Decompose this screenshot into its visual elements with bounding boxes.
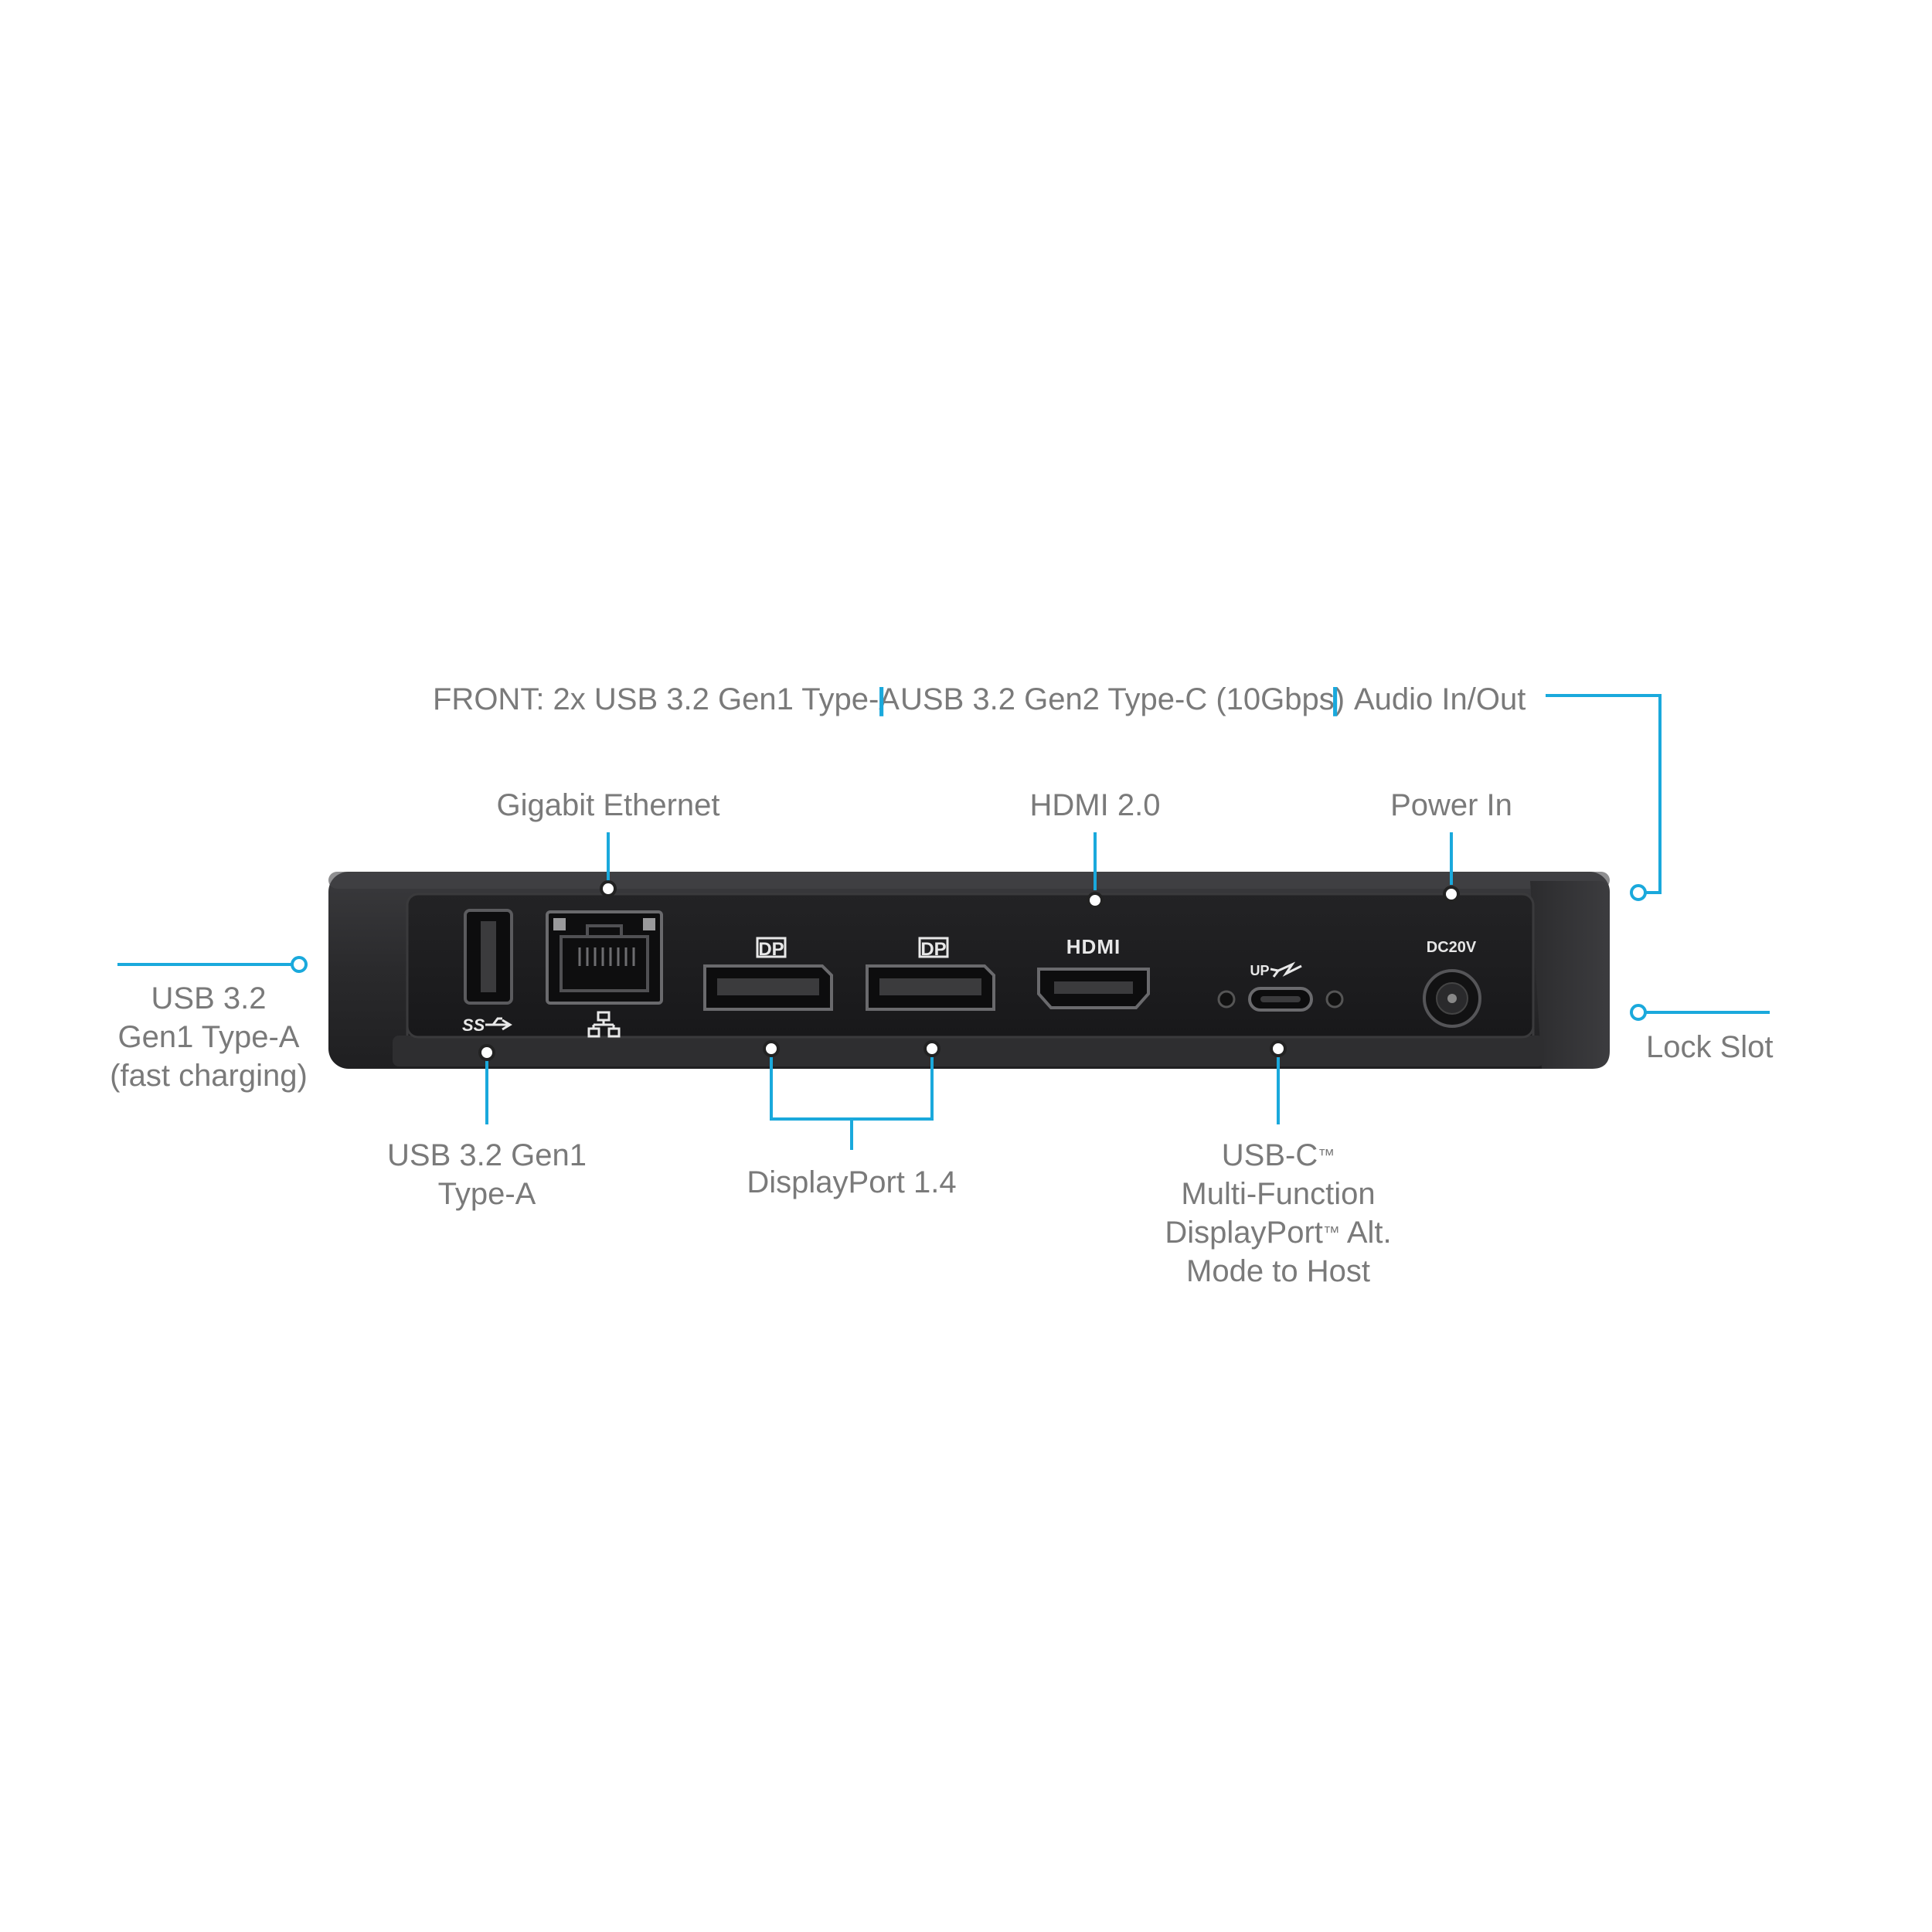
label-gigabit-ethernet: Gigabit Ethernet — [496, 788, 720, 822]
front-item-usbc: USB 3.2 Gen2 Type-C (10Gbps) — [900, 682, 1345, 716]
usbc-tm-2: ™ — [1322, 1223, 1340, 1242]
ethernet-port — [546, 910, 663, 1005]
callout-dots-outside — [291, 884, 1647, 1021]
hdmi-logo-icon: HDMI — [1066, 935, 1121, 958]
usbc-tm: ™ — [1318, 1145, 1335, 1165]
lightning-icon — [1277, 961, 1302, 977]
label-power-in: Power In — [1390, 788, 1512, 822]
usb-c-host-port: UP — [1217, 961, 1344, 1012]
callout-dots — [478, 880, 1460, 1061]
front-item-audio: Audio In/Out — [1354, 682, 1526, 716]
displayport-1: DP — [703, 937, 833, 1011]
usbc-line-3a: DisplayPort — [1165, 1216, 1323, 1250]
front-separator-2: | — [1331, 682, 1340, 716]
displayport-logo-icon: DP — [756, 937, 787, 960]
dc-power-port: DC20V — [1423, 939, 1481, 1028]
dp-logo-text-1: DP — [758, 939, 784, 960]
usb-a-port — [464, 909, 513, 1005]
up-text: UP — [1250, 963, 1269, 978]
device-top-edge — [328, 872, 1610, 889]
usbc-line-1: USB-C — [1221, 1138, 1318, 1172]
front-prefix: FRONT: 2x USB 3.2 Gen1 Type-A — [433, 682, 900, 716]
usbc-line-2: Multi-Function — [1181, 1177, 1376, 1211]
dc-label: DC20V — [1427, 939, 1477, 956]
device-right-side — [1530, 881, 1610, 1069]
usbc-line-3b: Alt. — [1339, 1216, 1392, 1250]
displayport-2: DP — [866, 937, 995, 1011]
usb-ss-text: SS — [462, 1015, 485, 1035]
panel-bottom-lip — [393, 1036, 1544, 1066]
label-usb-fast-charging: USB 3.2 Gen1 Type-A (fast charging) — [110, 981, 308, 1093]
label-hdmi: HDMI 2.0 — [1029, 788, 1161, 822]
label-lock-slot: Lock Slot — [1646, 1030, 1774, 1064]
dp-logo-text-2: DP — [920, 939, 946, 960]
displayport-logo-icon: DP — [918, 937, 949, 960]
front-separator-1: | — [877, 682, 886, 716]
network-icon — [587, 1011, 621, 1038]
label-displayport: DisplayPort 1.4 — [747, 1165, 957, 1199]
hdmi-port: HDMI — [1037, 935, 1150, 1009]
label-usb-gen1: USB 3.2 Gen1 Type-A — [387, 1138, 587, 1211]
usbc-line-4: Mode to Host — [1186, 1254, 1370, 1288]
callout-lines — [117, 694, 1770, 1150]
label-usb-c-host: USB-C™ Multi-Function DisplayPort™ Alt. … — [1124, 1136, 1433, 1291]
usb-superspeed-icon: SS — [462, 1015, 512, 1035]
